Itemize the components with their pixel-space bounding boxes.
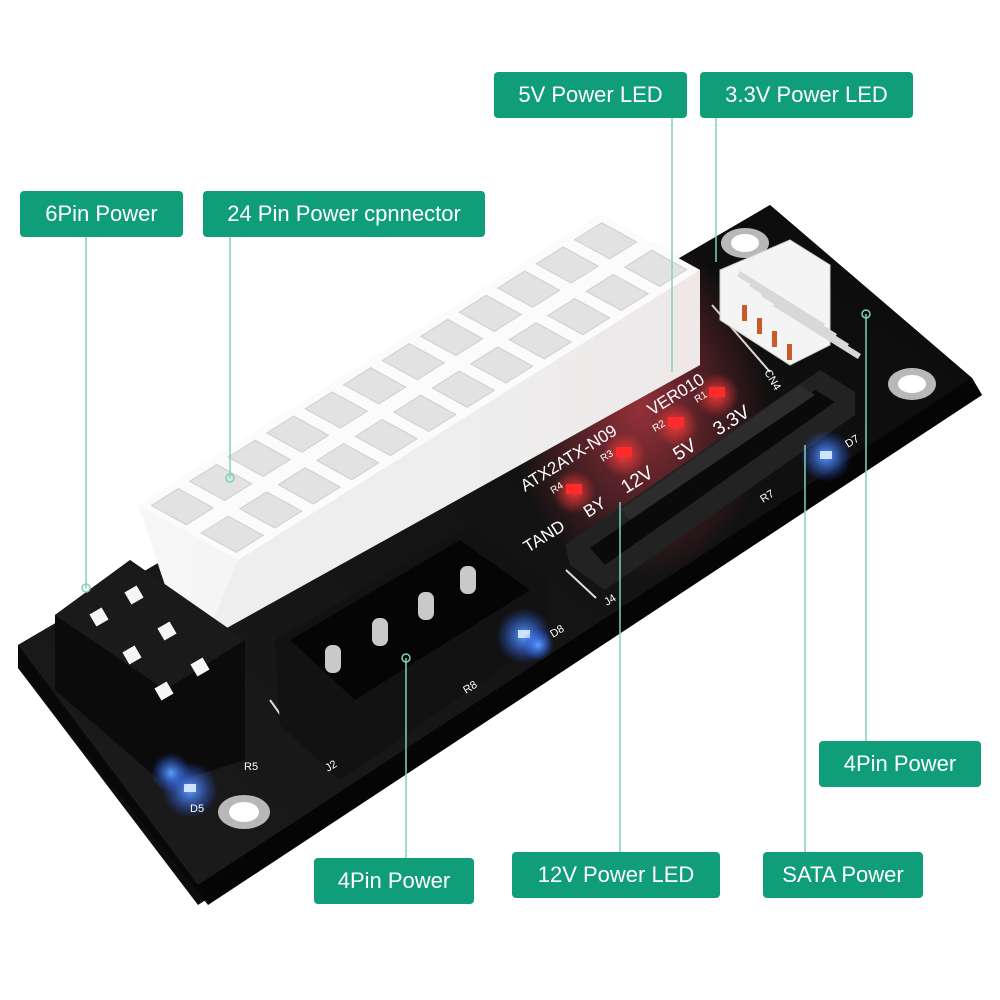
pin24-socket (508, 322, 573, 360)
pin24-socket-grid (150, 222, 688, 553)
pin24-socket (585, 273, 650, 312)
pin24-socket (354, 418, 419, 457)
callout-4pin-power-bottom: 4Pin Power (314, 858, 474, 904)
callout-6pin-power: 6Pin Power (20, 191, 183, 237)
pin24-socket (342, 367, 407, 405)
pin24-socket (315, 443, 380, 481)
pin24-socket (496, 270, 561, 308)
pcie-6-pin-connector (55, 560, 245, 785)
mounting-hole-right (888, 368, 936, 400)
silk-r5: R5 (244, 761, 258, 773)
blue-power-leds (151, 430, 852, 818)
callout-12v-power-led: 12V Power LED (512, 852, 720, 898)
pin24-socket (546, 298, 611, 336)
callout-24pin-connector: 24 Pin Power cpnnector (203, 191, 485, 237)
red-status-leds (552, 373, 739, 514)
sata-connector (565, 370, 855, 590)
pin24-socket (623, 249, 688, 287)
pin24-socket (469, 346, 534, 384)
pin24-socket (265, 415, 330, 453)
pin24-socket (277, 467, 342, 505)
callout-4pin-power-right: 4Pin Power (819, 741, 981, 787)
mounting-hole-top (721, 228, 769, 258)
pin24-socket (150, 488, 215, 526)
pin24-socket (381, 343, 446, 381)
pin24-socket (535, 246, 600, 284)
atx-24-pin-connector (138, 215, 700, 640)
molex-4-pin-connector (275, 525, 550, 780)
molex-pins (325, 566, 476, 673)
pin24-socket (304, 391, 369, 429)
pin24-socket (238, 491, 303, 529)
pin24-socket (458, 294, 523, 332)
silk-j4: J4 (602, 592, 618, 608)
callout-leader-lines (81, 118, 871, 858)
pin24-socket (419, 318, 484, 357)
pin24-socket (392, 394, 457, 432)
callout-3v3-power-led: 3.3V Power LED (700, 72, 913, 118)
silk-d5: D5 (190, 803, 204, 815)
silk-j2: J2 (323, 758, 339, 774)
callout-5v-power-led: 5V Power LED (494, 72, 687, 118)
pin24-socket (573, 222, 638, 260)
callout-sata-power: SATA Power (763, 852, 923, 898)
pin24-socket (200, 515, 265, 553)
fan-4-pin-header (719, 239, 861, 366)
pin24-socket (227, 439, 292, 477)
mounting-hole-left (218, 795, 270, 829)
pin24-socket (431, 370, 496, 408)
pin24-socket (188, 463, 253, 502)
